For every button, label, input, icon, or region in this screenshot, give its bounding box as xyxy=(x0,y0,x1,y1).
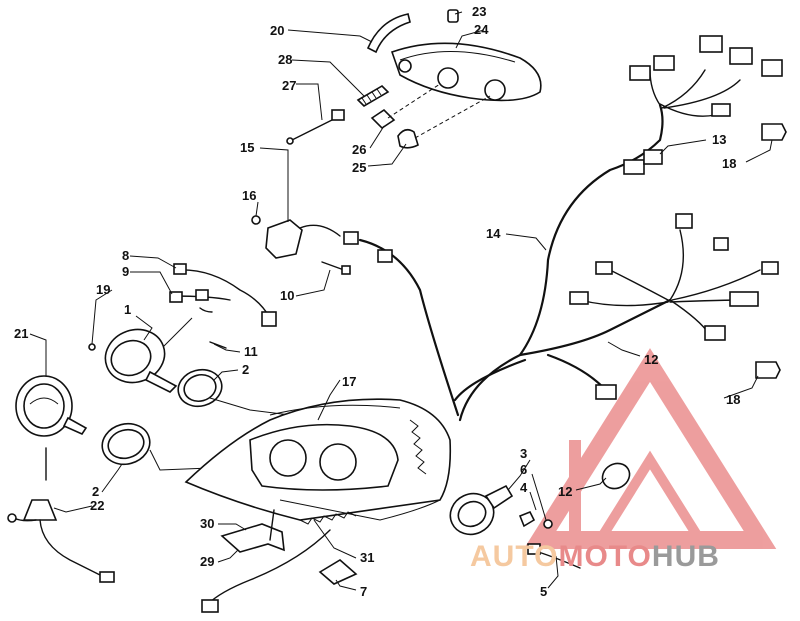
callout-13: 13 xyxy=(712,132,726,147)
callout-19: 19 xyxy=(96,282,110,297)
callout-5: 5 xyxy=(540,584,547,599)
dash-pod xyxy=(184,398,452,525)
callout-24: 24 xyxy=(474,22,489,37)
callout-12-lower: 12 xyxy=(558,484,572,499)
pigtail-harness xyxy=(7,499,115,583)
callout-3: 3 xyxy=(520,446,527,461)
trim-ring-upper-inner xyxy=(183,373,217,403)
callout-25: 25 xyxy=(352,160,366,175)
svg-text:AUTOMOTOHUB: AUTOMOTOHUB xyxy=(470,540,720,573)
callout-11: 11 xyxy=(244,344,258,359)
bulb-socket xyxy=(370,108,396,130)
callout-7: 7 xyxy=(360,584,367,599)
spring xyxy=(356,84,390,108)
trim-strip xyxy=(366,13,411,54)
callout-28: 28 xyxy=(278,52,292,67)
gauge-small xyxy=(88,328,178,393)
callout-8: 8 xyxy=(122,248,129,263)
bulb-clip xyxy=(397,128,419,149)
callout-31: 31 xyxy=(360,550,374,565)
callout-20: 20 xyxy=(270,23,284,38)
gauge-large xyxy=(15,375,88,481)
watermark-auto: AUTO xyxy=(470,540,558,573)
callout-9: 9 xyxy=(122,264,129,279)
callout-27: 27 xyxy=(282,78,296,93)
callout-14: 14 xyxy=(486,226,501,241)
watermark-logo xyxy=(523,348,777,549)
watermark-moto: MOTO xyxy=(558,540,651,573)
mounting-bracket xyxy=(220,509,285,553)
callout-22: 22 xyxy=(90,498,104,513)
relay-module xyxy=(251,215,351,275)
callout-10: 10 xyxy=(280,288,294,303)
screw xyxy=(286,109,345,145)
callout-4: 4 xyxy=(520,480,528,495)
callout-30: 30 xyxy=(200,516,214,531)
watermark-text: AUTOMOTOHUB xyxy=(470,540,720,573)
callout-23: 23 xyxy=(472,4,486,19)
callout-18-lower: 18 xyxy=(726,392,740,407)
connector-18a xyxy=(761,123,787,141)
callout-labels: 20 23 24 28 27 26 25 13 18 14 15 16 10 8… xyxy=(14,4,740,599)
watermark-hub: HUB xyxy=(652,540,720,573)
hose-clamp xyxy=(601,462,631,490)
callout-21: 21 xyxy=(14,326,28,341)
gauge-right xyxy=(449,484,581,569)
callout-2-lower: 2 xyxy=(92,484,99,499)
trim-ring-lower-inner xyxy=(107,428,145,460)
lower-wire xyxy=(207,529,331,605)
callout-17: 17 xyxy=(342,374,356,389)
callout-12-upper: 12 xyxy=(644,352,658,367)
main-harness xyxy=(343,35,783,422)
callout-26: 26 xyxy=(352,142,366,157)
lamp-housing xyxy=(390,9,542,102)
callout-15: 15 xyxy=(240,140,254,155)
decal xyxy=(318,559,358,585)
gauge-harness xyxy=(159,263,277,351)
callout-18-upper: 18 xyxy=(722,156,736,171)
callout-2-upper: 2 xyxy=(242,362,249,377)
connector-18b xyxy=(755,361,781,379)
callout-1: 1 xyxy=(124,302,131,317)
leader-lines xyxy=(29,11,773,591)
callout-16: 16 xyxy=(242,188,256,203)
callout-6: 6 xyxy=(520,462,527,477)
callout-29: 29 xyxy=(200,554,214,569)
